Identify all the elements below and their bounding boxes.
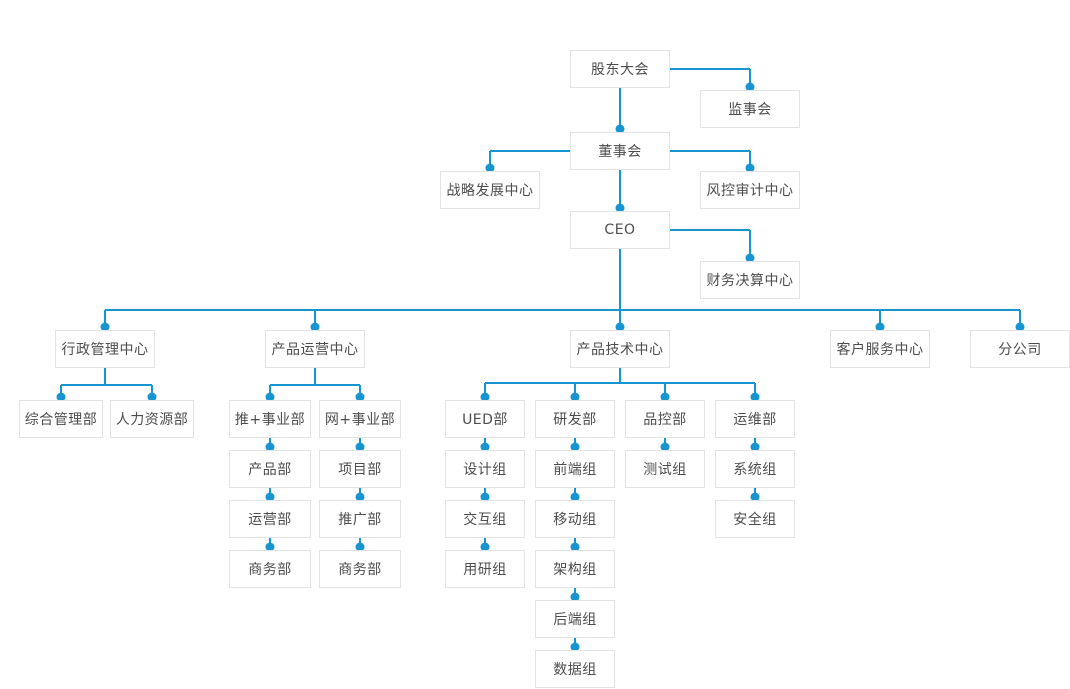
org-node-wang-bu: 网+事业部 xyxy=(319,400,401,438)
connector-dot xyxy=(56,392,66,402)
org-node-tui-ops: 运营部 xyxy=(229,500,311,538)
org-node-user-research: 用研组 xyxy=(445,550,525,588)
org-node-branch: 分公司 xyxy=(970,330,1070,368)
connector-dot xyxy=(265,542,275,552)
org-node-security: 安全组 xyxy=(715,500,795,538)
org-node-om: 运维部 xyxy=(715,400,795,438)
org-node-mobile: 移动组 xyxy=(535,500,615,538)
org-node-finance: 财务决算中心 xyxy=(700,261,800,299)
org-node-frontend: 前端组 xyxy=(535,450,615,488)
connector-dot xyxy=(147,392,157,402)
connector-dot xyxy=(615,322,625,332)
connector-dot xyxy=(570,492,580,502)
org-node-design: 设计组 xyxy=(445,450,525,488)
org-node-system: 系统组 xyxy=(715,450,795,488)
org-node-rd: 研发部 xyxy=(535,400,615,438)
org-node-risk: 风控审计中心 xyxy=(700,171,800,209)
connector-dot xyxy=(485,163,495,173)
org-node-customer-service: 客户服务中心 xyxy=(830,330,930,368)
connector-dot xyxy=(660,442,670,452)
connector-dot xyxy=(100,322,110,332)
org-node-ceo: CEO xyxy=(570,211,670,249)
org-node-general-admin: 综合管理部 xyxy=(19,400,103,438)
connector-dot xyxy=(745,253,755,263)
org-node-product-tech: 产品技术中心 xyxy=(570,330,670,368)
org-node-hr: 人力资源部 xyxy=(110,400,194,438)
connector-dot xyxy=(265,442,275,452)
org-node-tui-bu: 推+事业部 xyxy=(229,400,311,438)
connector-dot xyxy=(480,392,490,402)
org-node-wang-project: 项目部 xyxy=(319,450,401,488)
connector-dot xyxy=(750,392,760,402)
org-node-backend: 后端组 xyxy=(535,600,615,638)
connector-dot xyxy=(570,392,580,402)
org-node-board: 董事会 xyxy=(570,132,670,170)
connector-dot xyxy=(745,163,755,173)
connector-dot xyxy=(355,542,365,552)
org-node-tui-biz: 商务部 xyxy=(229,550,311,588)
connector-dot xyxy=(570,542,580,552)
org-node-data: 数据组 xyxy=(535,650,615,688)
connector-dot xyxy=(480,492,490,502)
org-node-architecture: 架构组 xyxy=(535,550,615,588)
org-node-ued: UED部 xyxy=(445,400,525,438)
connector-dot xyxy=(875,322,885,332)
connector-dot xyxy=(660,392,670,402)
org-node-shareholders: 股东大会 xyxy=(570,50,670,88)
org-node-interaction: 交互组 xyxy=(445,500,525,538)
connector-dot xyxy=(570,642,580,652)
org-node-qc: 品控部 xyxy=(625,400,705,438)
connector-dot xyxy=(480,442,490,452)
connector-dot xyxy=(750,442,760,452)
connector-dot xyxy=(310,322,320,332)
connector-dot xyxy=(1015,322,1025,332)
connector-dot xyxy=(355,442,365,452)
connector-dot xyxy=(745,82,755,92)
connector-dot xyxy=(615,124,625,134)
org-node-admin: 行政管理中心 xyxy=(55,330,155,368)
connector-dot xyxy=(750,492,760,502)
org-node-tui-product: 产品部 xyxy=(229,450,311,488)
connector-dot xyxy=(570,442,580,452)
connector-dot xyxy=(355,492,365,502)
connector-dot xyxy=(265,392,275,402)
org-node-product-ops: 产品运营中心 xyxy=(265,330,365,368)
org-node-supervisory: 监事会 xyxy=(700,90,800,128)
connector-dot xyxy=(570,592,580,602)
org-node-wang-biz: 商务部 xyxy=(319,550,401,588)
org-node-strategy: 战略发展中心 xyxy=(440,171,540,209)
org-node-testing: 测试组 xyxy=(625,450,705,488)
org-node-wang-promo: 推广部 xyxy=(319,500,401,538)
connector-dot xyxy=(265,492,275,502)
connector-dot xyxy=(615,203,625,213)
connector-dot xyxy=(355,392,365,402)
connector-dot xyxy=(480,542,490,552)
